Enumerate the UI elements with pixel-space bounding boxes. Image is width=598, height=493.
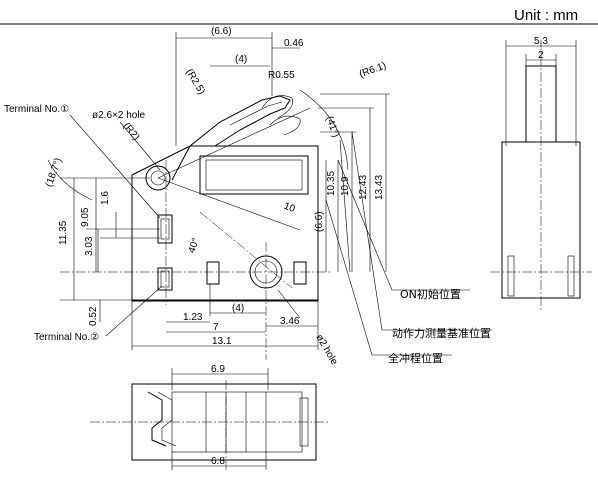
dim-9-05: 9.05 (80, 207, 91, 227)
dim-10-9: 10.9 (340, 176, 351, 196)
bottom-terminal-2 (157, 391, 177, 447)
dim-11-35: 11.35 (58, 220, 69, 245)
dim-13-43: 13.43 (374, 175, 385, 200)
dim-4-bottom: (4) (232, 303, 244, 314)
radius-line-r6 (157, 107, 311, 179)
dim-7: 7 (213, 322, 219, 333)
dim-r2-5: (R2.5) (183, 67, 206, 97)
dim-40deg: 40° (186, 237, 202, 255)
dim-10: 10 (282, 201, 297, 215)
leader-hole-spec (119, 121, 161, 171)
unit-label: Unit : mm (514, 7, 578, 24)
callout-on-position: ON初始位置 (400, 287, 461, 301)
dim-6-8: 6.8 (211, 456, 225, 467)
lever-roller-b (269, 115, 301, 136)
terminal-2-pin (160, 270, 170, 288)
front-view (60, 95, 351, 360)
bottom-view: 6.9 6.8 (90, 364, 330, 470)
leader-terminal-1 (69, 114, 161, 219)
leader-terminal-2 (105, 285, 163, 337)
callout-terminal-1: Terminal No.① (4, 104, 69, 115)
dim-41deg: (41°) (323, 115, 341, 139)
terminal-2-slot (157, 267, 173, 291)
front-window (199, 155, 309, 195)
dim-1-23: 1.23 (183, 312, 203, 323)
dim-3-03: 3.03 (84, 236, 95, 256)
dim-4-top: (4) (235, 54, 247, 65)
arc-18-7deg (47, 159, 93, 201)
leader-operating-force-ref (351, 131, 492, 331)
lever-roller-a (261, 95, 293, 119)
dim-0-46: 0.46 (284, 38, 304, 49)
callout-hole-spec: ø2.6×2 hole (92, 110, 146, 121)
radius-line-10 (157, 177, 301, 231)
callouts: Terminal No.① ø2.6×2 hole Terminal No.② … (4, 104, 492, 367)
dim-2: 2 (538, 50, 544, 61)
front-window-inner (205, 159, 303, 191)
pivot-hole-inner (150, 170, 166, 186)
arc-41deg (299, 89, 349, 171)
dim-r6-1: (R6.1) (358, 60, 388, 80)
dim-13-1: 13.1 (212, 336, 232, 347)
dim-6-6-side: (6.6) (314, 211, 325, 232)
leader-on-position (337, 159, 470, 291)
dim-0-52: 0.52 (88, 306, 99, 326)
side-view: 5.3 2 (490, 36, 592, 310)
actuator-axis (199, 211, 293, 289)
leader-full-travel (325, 199, 452, 356)
bottom-terminal-1 (147, 391, 167, 447)
side-terminal-left (507, 255, 515, 297)
lever-arm (171, 95, 291, 181)
front-body-outline (131, 145, 319, 301)
dim-1-6: 1.6 (100, 191, 111, 205)
slot-left (206, 261, 220, 285)
side-terminal-right (567, 255, 575, 297)
callout-operating-force-ref: 动作力测量基准位置 (392, 326, 491, 340)
slot-right (293, 261, 307, 285)
terminal-1-pin (160, 218, 170, 240)
dim-18-7deg: (18.7°) (44, 156, 65, 188)
callout-full-travel: 全冲程位置 (388, 351, 443, 365)
dim-r0-55: R0.55 (268, 70, 295, 81)
leader-small-hole (277, 289, 301, 319)
dim-12-43: 12.43 (358, 175, 369, 200)
callout-small-hole: ø2 hole (313, 333, 339, 368)
lever-arm-inner (229, 101, 283, 126)
ray-ref (339, 139, 351, 273)
dim-6-6-top: (6.6) (211, 26, 232, 37)
dim-3-46: 3.46 (280, 316, 300, 327)
dim-10-35: 10.35 (326, 171, 337, 196)
callout-terminal-2: Terminal No.② (34, 332, 99, 343)
dim-r2: (R2) (121, 121, 142, 143)
dim-6-9: 6.9 (211, 364, 225, 375)
